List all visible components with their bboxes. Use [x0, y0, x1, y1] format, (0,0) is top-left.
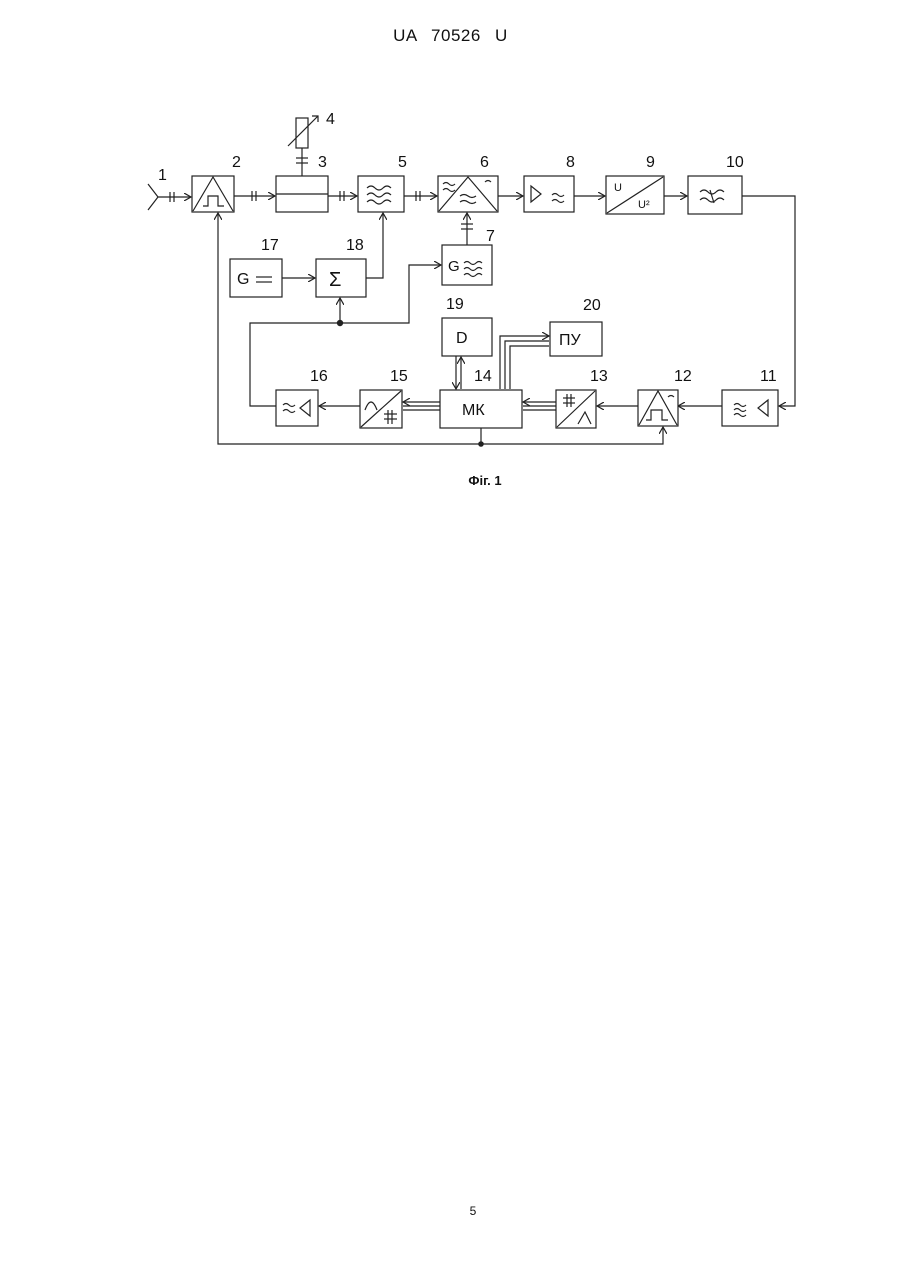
- label-7: 7: [486, 228, 495, 245]
- block-13: [556, 390, 596, 428]
- block-6: [438, 176, 498, 212]
- block-9: U U²: [606, 176, 664, 214]
- block-2: [192, 176, 234, 212]
- b14-text: МК: [462, 402, 485, 419]
- label-15: 15: [390, 368, 408, 385]
- block-7: G: [442, 245, 492, 285]
- block-16: [276, 390, 318, 426]
- b20-text: ПУ: [559, 332, 582, 349]
- label-8: 8: [566, 154, 575, 171]
- label-4: 4: [326, 111, 335, 128]
- junction-dot: [478, 441, 484, 447]
- block-10: [688, 176, 742, 214]
- label-18: 18: [346, 237, 364, 254]
- b18-text: Σ: [329, 269, 341, 291]
- label-14: 14: [474, 368, 492, 385]
- label-19: 19: [446, 296, 464, 313]
- antenna-input-icon: [148, 184, 191, 210]
- block-15: [360, 390, 402, 428]
- label-10: 10: [726, 154, 744, 171]
- block-20: ПУ: [550, 322, 602, 356]
- label-1: 1: [158, 167, 167, 184]
- label-13: 13: [590, 368, 608, 385]
- b9-bottom-text: U²: [638, 199, 650, 211]
- block-8: [524, 176, 574, 212]
- block-12: [638, 390, 678, 426]
- label-3: 3: [318, 154, 327, 171]
- label-12: 12: [674, 368, 692, 385]
- block-14: МК: [440, 390, 522, 428]
- b7-text: G: [448, 258, 460, 275]
- label-6: 6: [480, 154, 489, 171]
- label-2: 2: [232, 154, 241, 171]
- page-number: 5: [0, 1204, 901, 1218]
- label-5: 5: [398, 154, 407, 171]
- figure-caption: Фіг. 1: [0, 473, 901, 488]
- block-5: [358, 176, 404, 212]
- label-20: 20: [583, 297, 601, 314]
- block-11: [722, 390, 778, 426]
- block-4: [288, 116, 318, 148]
- label-16: 16: [310, 368, 328, 385]
- label-9: 9: [646, 154, 655, 171]
- b19-text: D: [456, 330, 468, 347]
- label-11: 11: [760, 368, 777, 385]
- junction-dot: [337, 320, 343, 326]
- block-19: D: [442, 318, 492, 356]
- b9-top-text: U: [614, 182, 622, 194]
- label-17: 17: [261, 237, 279, 254]
- block-17: G: [230, 259, 282, 297]
- block-18: Σ: [316, 259, 366, 297]
- b17-text: G: [237, 271, 249, 288]
